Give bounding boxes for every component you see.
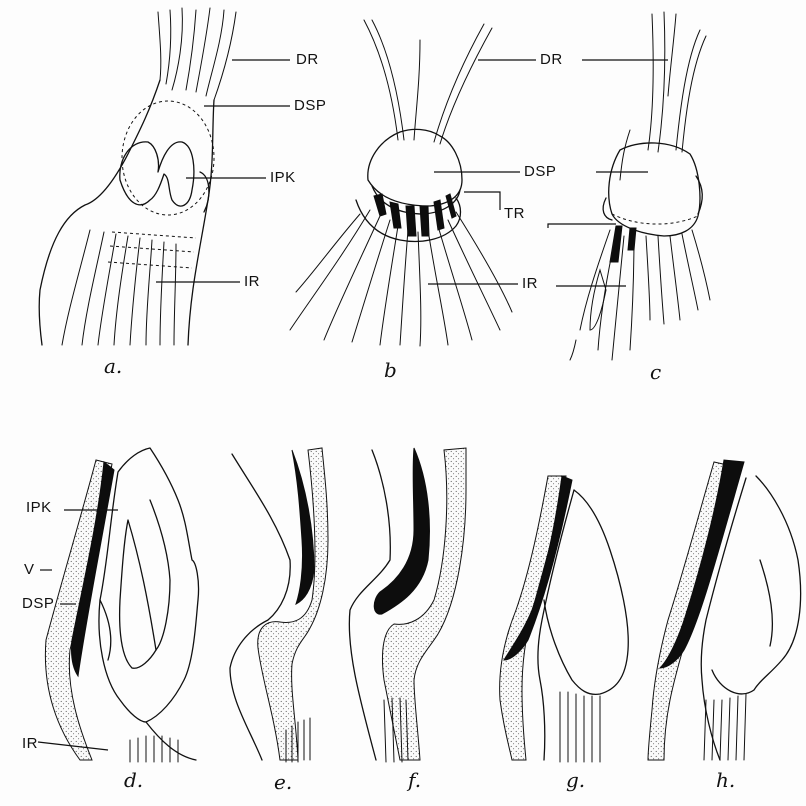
panel-d-drawing [38,448,199,762]
label-ir-b: IR [522,276,538,291]
panel-h-drawing [648,460,801,760]
panel-label-a: a. [104,356,122,376]
label-dr-b: DR [540,52,563,67]
label-v-d: V [24,562,35,577]
panel-label-d: d. [124,770,143,790]
label-ipk-d: IPK [26,500,52,515]
label-dsp-d: DSP [22,596,54,611]
panel-g-drawing [500,476,629,762]
panel-label-b: b [384,360,397,380]
panel-c-drawing [548,12,710,360]
panel-label-f: f. [408,770,421,790]
panel-label-e: e. [274,772,292,792]
label-dsp-b: DSP [524,164,556,179]
panel-a-drawing [39,8,290,345]
label-ir-a: IR [244,274,260,289]
panel-label-g: g. [566,770,585,790]
panel-label-c: c [650,362,661,382]
panel-b-drawing [290,20,536,346]
panel-e-drawing [230,448,328,762]
label-dr-a: DR [296,52,319,67]
label-ipk-a: IPK [270,170,296,185]
label-dsp-a: DSP [294,98,326,113]
panel-f-drawing [349,448,466,762]
label-tr: TR [504,206,525,221]
label-ir-d: IR [22,736,38,751]
panel-label-h: h. [716,770,735,790]
